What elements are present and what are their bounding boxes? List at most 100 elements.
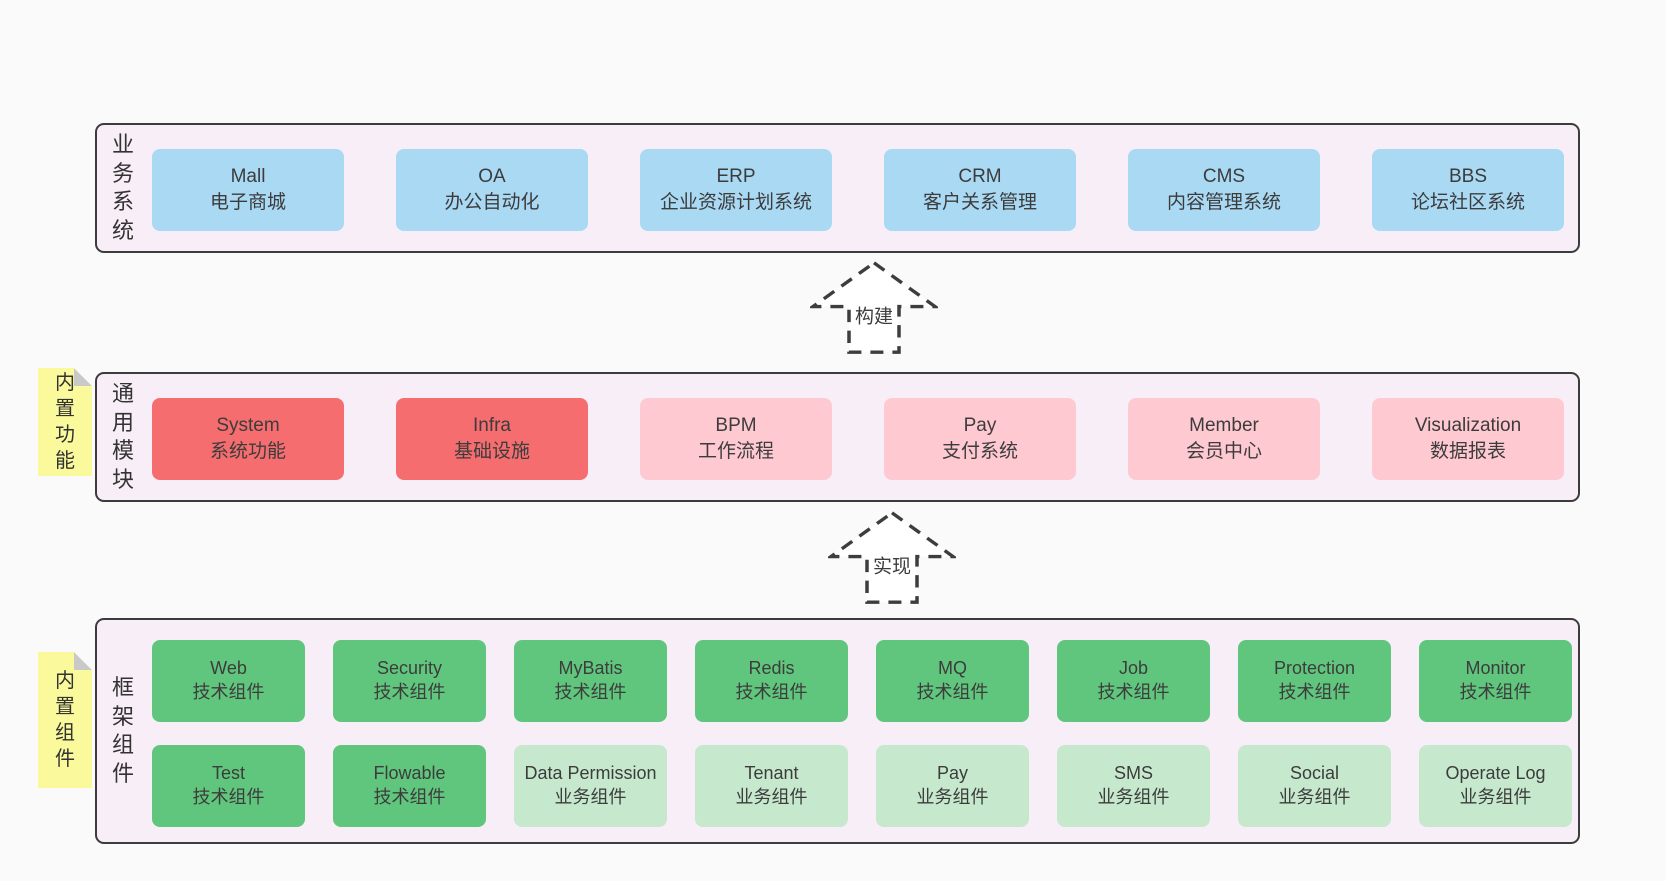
common-modules-panel: 通用模块 System 系统功能 Infra 基础设施 BPM 工作流程 Pay… — [95, 372, 1580, 502]
box-title: Security — [376, 658, 443, 679]
box-title: MyBatis — [558, 658, 623, 679]
box-job: Job 技术组件 — [1057, 640, 1210, 722]
panel-title: 业务系统 — [111, 131, 134, 243]
arrow-build: 构建 — [810, 260, 938, 355]
box-row: Test 技术组件 Flowable 技术组件 Data Permission … — [152, 745, 1572, 827]
box-title: Redis — [748, 658, 795, 679]
box-subtitle: 办公自动化 — [444, 192, 540, 213]
box-subtitle: 客户关系管理 — [922, 192, 1037, 213]
box-subtitle: 业务组件 — [1459, 787, 1532, 807]
arrow-label: 实现 — [870, 551, 914, 579]
business-systems-panel: 业务系统 Mall 电子商城 OA 办公自动化 ERP 企业资源计划系统 CRM… — [95, 123, 1580, 253]
box-subtitle: 技术组件 — [1278, 682, 1351, 702]
box-bbs: BBS 论坛社区系统 — [1372, 149, 1564, 231]
box-mq: MQ 技术组件 — [876, 640, 1029, 722]
box-subtitle: 业务组件 — [554, 787, 627, 807]
box-subtitle: 技术组件 — [735, 682, 808, 702]
box-system: System 系统功能 — [152, 398, 344, 480]
box-pay: Pay 支付系统 — [884, 398, 1076, 480]
box-subtitle: 技术组件 — [192, 787, 265, 807]
box-monitor: Monitor 技术组件 — [1419, 640, 1572, 722]
box-title: CRM — [958, 165, 1002, 187]
box-title: CMS — [1202, 165, 1246, 187]
box-mybatis: MyBatis 技术组件 — [514, 640, 667, 722]
box-infra: Infra 基础设施 — [396, 398, 588, 480]
box-row: Mall 电子商城 OA 办公自动化 ERP 企业资源计划系统 CRM 客户关系… — [152, 149, 1564, 231]
box-title: Social — [1289, 763, 1340, 784]
box-erp: ERP 企业资源计划系统 — [640, 149, 832, 231]
box-subtitle: 企业资源计划系统 — [659, 192, 812, 213]
box-subtitle: 工作流程 — [697, 441, 774, 462]
box-title: Infra — [472, 414, 512, 436]
box-subtitle: 业务组件 — [916, 787, 989, 807]
box-cms: CMS 内容管理系统 — [1128, 149, 1320, 231]
box-title: MQ — [938, 658, 967, 679]
box-member: Member 会员中心 — [1128, 398, 1320, 480]
box-subtitle: 技术组件 — [373, 787, 446, 807]
sticky-tab-label: 内置功能 — [55, 372, 75, 472]
box-title: Job — [1118, 658, 1149, 679]
box-title: ERP — [716, 165, 756, 187]
box-subtitle: 系统功能 — [209, 441, 286, 462]
box-title: Data Permission — [524, 763, 657, 784]
box-redis: Redis 技术组件 — [695, 640, 848, 722]
box-web: Web 技术组件 — [152, 640, 305, 722]
box-title: Member — [1189, 414, 1259, 436]
box-subtitle: 业务组件 — [1278, 787, 1351, 807]
box-title: Pay — [936, 763, 969, 784]
box-subtitle: 数据报表 — [1429, 441, 1506, 462]
folded-corner-icon — [74, 368, 92, 386]
box-bpm: BPM 工作流程 — [640, 398, 832, 480]
box-subtitle: 技术组件 — [554, 682, 627, 702]
box-title: Tenant — [744, 763, 799, 784]
box-title: OA — [478, 165, 506, 187]
sticky-tab-builtin-features: 内置功能 — [38, 368, 92, 476]
box-row: System 系统功能 Infra 基础设施 BPM 工作流程 Pay 支付系统… — [152, 398, 1564, 480]
box-protection: Protection 技术组件 — [1238, 640, 1391, 722]
folded-corner-icon — [74, 652, 92, 670]
box-title: Flowable — [373, 763, 446, 784]
box-subtitle: 基础设施 — [453, 441, 530, 462]
box-subtitle: 业务组件 — [735, 787, 808, 807]
box-title: BBS — [1448, 165, 1488, 187]
box-oa: OA 办公自动化 — [396, 149, 588, 231]
box-title: Pay — [963, 414, 997, 436]
box-subtitle: 技术组件 — [1097, 682, 1170, 702]
panel-title: 通用模块 — [111, 380, 134, 492]
box-subtitle: 内容管理系统 — [1166, 192, 1281, 213]
framework-components-panel: 框架组件 Web 技术组件 Security 技术组件 MyBatis 技术组件… — [95, 618, 1580, 844]
box-data-permission: Data Permission 业务组件 — [514, 745, 667, 827]
box-title: Test — [211, 763, 245, 784]
box-tenant: Tenant 业务组件 — [695, 745, 848, 827]
box-subtitle: 电子商城 — [209, 192, 286, 213]
box-subtitle: 支付系统 — [941, 441, 1018, 462]
box-visualization: Visualization 数据报表 — [1372, 398, 1564, 480]
box-subtitle: 业务组件 — [1097, 787, 1170, 807]
box-social: Social 业务组件 — [1238, 745, 1391, 827]
box-mall: Mall 电子商城 — [152, 149, 344, 231]
box-test: Test 技术组件 — [152, 745, 305, 827]
box-crm: CRM 客户关系管理 — [884, 149, 1076, 231]
box-subtitle: 会员中心 — [1185, 441, 1262, 462]
arrow-implement: 实现 — [828, 510, 956, 605]
box-title: BPM — [715, 414, 757, 436]
box-title: Operate Log — [1445, 763, 1546, 784]
box-title: Visualization — [1414, 414, 1522, 436]
box-subtitle: 技术组件 — [373, 682, 446, 702]
arrow-label: 构建 — [852, 301, 896, 329]
box-title: Protection — [1273, 658, 1356, 679]
sticky-tab-builtin-components: 内置组件 — [38, 652, 92, 788]
box-security: Security 技术组件 — [333, 640, 486, 722]
box-title: System — [216, 414, 280, 436]
box-subtitle: 论坛社区系统 — [1410, 192, 1525, 213]
box-title: Monitor — [1465, 658, 1526, 679]
box-subtitle: 技术组件 — [916, 682, 989, 702]
box-title: Web — [210, 658, 247, 679]
box-pay-biz: Pay 业务组件 — [876, 745, 1029, 827]
box-flowable: Flowable 技术组件 — [333, 745, 486, 827]
box-title: Mall — [230, 165, 266, 187]
box-title: SMS — [1113, 763, 1153, 784]
box-row: Web 技术组件 Security 技术组件 MyBatis 技术组件 Redi… — [152, 640, 1572, 722]
box-subtitle: 技术组件 — [192, 682, 265, 702]
